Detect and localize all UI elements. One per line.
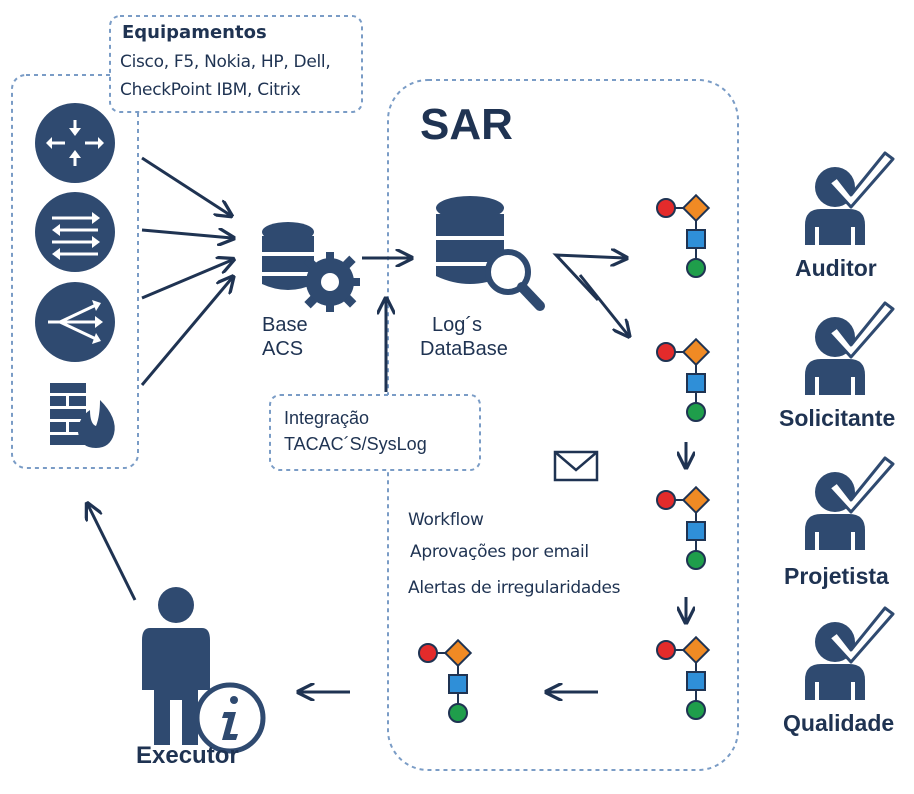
router-icon (35, 103, 115, 183)
base-acs-label-1: Base (262, 314, 308, 336)
projetista-person-icon (805, 456, 895, 550)
integration-label-2: TACAC´S/SysLog (284, 434, 427, 454)
integration-callout (269, 394, 481, 471)
logs-label-2: DataBase (420, 338, 508, 360)
flow-arrows (88, 156, 686, 692)
log-database-icon (436, 196, 545, 311)
role-solicitante: Solicitante (779, 405, 896, 431)
feature-workflow: Workflow (408, 510, 484, 530)
workflow-icon-4 (656, 636, 710, 720)
role-qualidade: Qualidade (783, 710, 895, 736)
feature-approvals: Aprovações por email (410, 542, 589, 562)
logs-label-1: Log´s (432, 314, 483, 336)
workflow-icon-5 (418, 639, 472, 723)
workflow-icon-3 (656, 486, 710, 570)
solicitante-person-icon (805, 301, 895, 395)
device-group-box (11, 74, 139, 469)
base-acs-icon (262, 222, 360, 312)
role-executor: Executor (136, 742, 239, 769)
equipment-line-1: Cisco, F5, Nokia, HP, Dell, (120, 52, 331, 72)
equipment-callout (109, 15, 363, 113)
firewall-icon (50, 383, 115, 448)
executor-person-icon (142, 587, 266, 754)
switch-icon (35, 192, 115, 272)
workflow-icon-1 (656, 194, 710, 278)
workflow-icon-2 (656, 338, 710, 422)
auditor-person-icon (805, 151, 895, 245)
role-projetista: Projetista (784, 563, 889, 589)
equipment-line-2: CheckPoint IBM, Citrix (120, 80, 301, 100)
integration-label-1: Integração (284, 408, 370, 428)
feature-alerts: Alertas de irregularidades (408, 578, 621, 598)
load-balancer-icon (35, 282, 115, 362)
role-auditor: Auditor (795, 255, 877, 281)
sar-title: SAR (420, 100, 513, 149)
qualidade-person-icon (805, 606, 895, 700)
envelope-icon (553, 450, 599, 482)
base-acs-label-2: ACS (262, 338, 304, 360)
equipment-title: Equipamentos (122, 22, 267, 43)
